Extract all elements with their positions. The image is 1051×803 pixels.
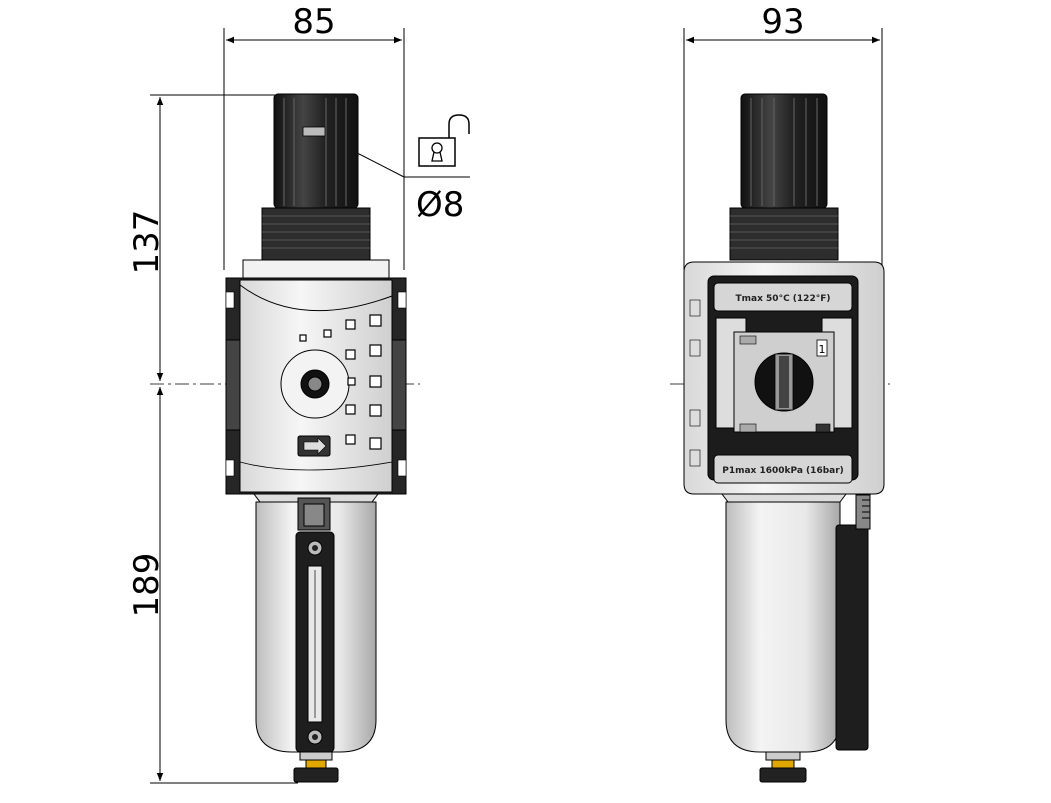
lock-diameter-label: Ø8 bbox=[416, 185, 464, 225]
side-width-dimension: 93 bbox=[683, 2, 883, 270]
side-filter-bowl bbox=[721, 493, 871, 783]
upper-height-label: 137 bbox=[127, 210, 167, 275]
flow-direction-arrow-icon bbox=[297, 435, 331, 457]
front-width-dimension: 85 bbox=[223, 2, 405, 270]
front-view bbox=[225, 93, 407, 783]
lock-annotation: Ø8 bbox=[317, 114, 470, 225]
pmax-label: P1max 1600kPa (16bar) bbox=[722, 466, 844, 476]
tmax-label: Tmax 50°C (122°F) bbox=[736, 294, 831, 304]
side-threaded-neck bbox=[729, 207, 839, 261]
front-adjust-knob bbox=[273, 93, 359, 209]
open-padlock-icon bbox=[418, 114, 470, 167]
lower-height-label: 189 bbox=[127, 553, 167, 618]
side-adjust-knob bbox=[740, 93, 828, 209]
front-filter-bowl bbox=[253, 493, 379, 783]
front-width-label: 85 bbox=[292, 2, 335, 42]
indicator-squares bbox=[299, 314, 382, 450]
front-threaded-neck bbox=[242, 207, 390, 279]
side-regulator-body: Tmax 50°C (122°F) P1max 1600kPa (16bar) … bbox=[683, 261, 885, 495]
side-view: Tmax 50°C (122°F) P1max 1600kPa (16bar) … bbox=[683, 93, 885, 783]
front-regulator-body bbox=[225, 277, 407, 495]
vertical-dimensions: 137 189 bbox=[127, 94, 298, 784]
front-port bbox=[280, 349, 350, 419]
lock-slot bbox=[302, 126, 326, 137]
side-width-label: 93 bbox=[761, 2, 804, 42]
port-marker-label: 1 bbox=[819, 343, 826, 356]
